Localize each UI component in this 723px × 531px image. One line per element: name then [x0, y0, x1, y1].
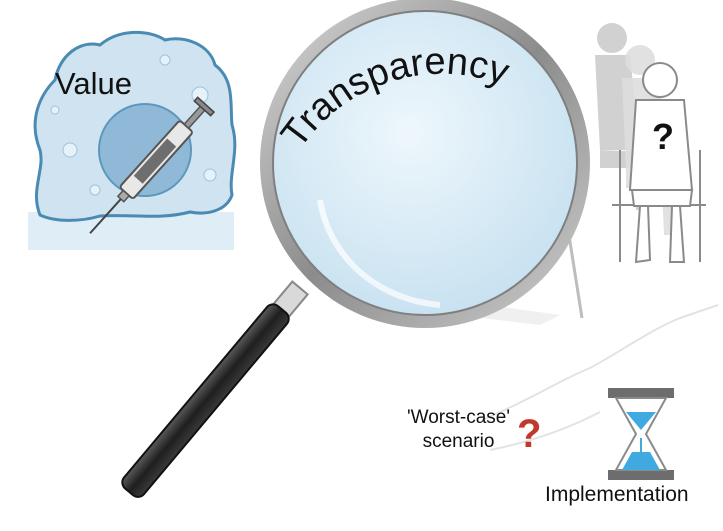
worst-case-line2: scenario	[422, 431, 495, 452]
question-mark-icon: ?	[652, 116, 674, 157]
worst-case-line1: 'Worst-case'	[407, 407, 510, 428]
implementation-label: Implementation	[545, 483, 689, 506]
red-question-mark-icon: ?	[517, 412, 542, 456]
worst-case-label: 'Worst-case' scenario	[407, 406, 510, 454]
value-label: Value	[55, 66, 132, 101]
cell-icon	[28, 30, 237, 250]
syringe-icon	[89, 96, 216, 234]
seated-person-icon	[595, 23, 706, 264]
magnifying-glass-icon	[121, 0, 590, 498]
hourglass-icon	[608, 388, 674, 480]
arm-outline-icon	[481, 304, 719, 451]
